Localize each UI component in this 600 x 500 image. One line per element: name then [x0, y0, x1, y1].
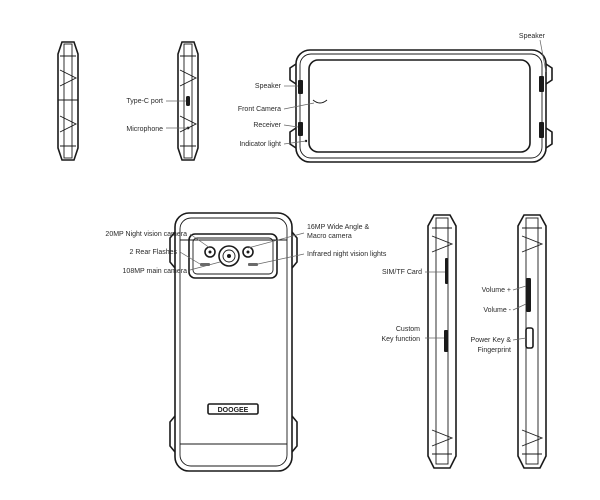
label-rear-flashes: 2 Rear Flashes: [130, 249, 178, 256]
brand-plate-text: DOOGEE: [218, 407, 249, 414]
receiver-icon: [298, 122, 303, 136]
infrared-light: [248, 263, 258, 266]
type-c-port-icon: [186, 96, 190, 106]
label-indicator-light: Indicator light: [239, 141, 281, 148]
label-power-key-line1: Power Key &: [471, 337, 512, 344]
label-microphone: Microphone: [126, 126, 163, 133]
label-power-key-line2: Fingerprint: [478, 347, 512, 354]
label-front-camera: Front Camera: [238, 106, 281, 113]
label-custom-key-line2: Key function: [381, 336, 420, 343]
brand-plate: [207, 403, 259, 415]
rear-flash-left: [200, 263, 210, 266]
power-key-icon: [525, 327, 534, 349]
screen: [308, 59, 531, 153]
label-main-camera: 108MP main camera: [123, 268, 188, 275]
label-receiver: Receiver: [253, 122, 281, 129]
custom-key-icon: [444, 330, 448, 352]
label-night-vision-camera: 20MP Night vision camera: [105, 231, 187, 238]
label-wide-angle-line1: 16MP Wide Angle &: [307, 224, 369, 231]
label-custom-key-line1: Custom: [396, 326, 420, 333]
labels: Speaker Type-C port Microphone Speaker F…: [105, 33, 545, 354]
volume-rocker-icon: [526, 278, 531, 312]
speaker-grill-left: [298, 80, 303, 94]
phone-top-edge-view: [57, 41, 79, 161]
label-volume-down: Volume -: [483, 307, 511, 314]
main-camera-lens: [218, 245, 240, 267]
phone-left-side-view: [427, 214, 457, 469]
label-wide-angle-line2: Macro camera: [307, 233, 352, 240]
label-sim-card: SIM/TF Card: [382, 269, 422, 276]
phone-right-side-view: [517, 214, 547, 469]
phone-front-view: [289, 49, 553, 163]
sim-card-slot-icon: [445, 258, 448, 284]
speaker-grill-right-bottom: [539, 122, 544, 138]
notch: [312, 99, 328, 104]
leader-lines: [166, 39, 547, 341]
camera-module: [188, 233, 278, 279]
label-speaker-top: Speaker: [519, 33, 546, 40]
label-infrared-lights: Infrared night vision lights: [307, 251, 387, 258]
label-speaker-front: Speaker: [255, 83, 282, 90]
label-volume-up: Volume +: [482, 287, 511, 294]
wide-angle-camera-lens: [242, 246, 254, 258]
phone-back-view: DOOGEE: [169, 212, 298, 472]
night-vision-camera-lens: [204, 246, 216, 258]
label-type-c-port: Type-C port: [126, 98, 163, 105]
speaker-grill-right-top: [539, 76, 544, 92]
